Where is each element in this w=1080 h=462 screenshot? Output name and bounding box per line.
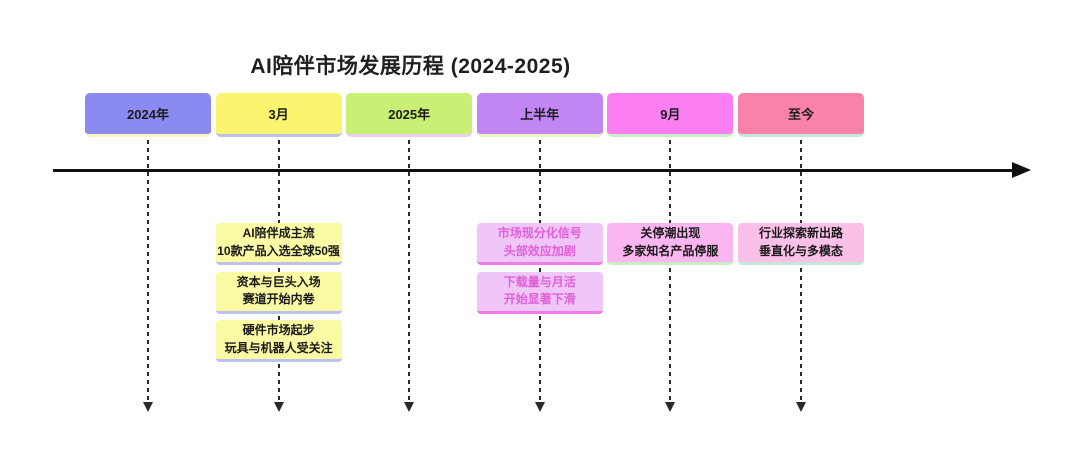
dashed-connector-line (800, 140, 802, 403)
axis-arrow-right-icon (1012, 162, 1031, 178)
timeline-axis (53, 169, 1014, 172)
event-box: 硬件市场起步玩具与机器人受关注 (215, 320, 342, 362)
event-box: AI陪伴成主流 10款产品入选全球50强 (215, 223, 342, 265)
page-title: AI陪伴市场发展历程 (2024-2025) (250, 55, 571, 78)
arrow-down-icon (796, 402, 806, 412)
event-box: 行业探索新出路垂直化与多模态 (738, 223, 864, 265)
event-text-line: AI陪伴成主流 (242, 226, 315, 241)
arrow-down-icon (534, 402, 545, 412)
dashed-connector-line (669, 140, 672, 403)
arrow-down-icon (665, 402, 676, 412)
event-text-line: 多家知名产品停服 (622, 243, 719, 258)
period-label: 至今 (787, 107, 814, 122)
arrow-down-icon (143, 402, 153, 412)
event-text-line: 10款产品入选全球50强 (217, 243, 340, 258)
period-box: 9月 (607, 93, 734, 137)
dashed-connector-line (147, 140, 149, 403)
arrow-down-icon (404, 402, 415, 412)
event-text-line: 硬件市场起步 (242, 323, 315, 338)
event-text-line: 头部效应加剧 (503, 243, 576, 258)
period-label: 3月 (268, 107, 289, 122)
event-text-line: 下载量与月活 (503, 274, 576, 289)
event-text-line: 垂直化与多模态 (758, 243, 843, 258)
arrow-down-icon (273, 402, 284, 412)
event-box: 关停潮出现多家知名产品停服 (607, 223, 734, 265)
period-label: 2025年 (388, 107, 431, 122)
period-box: 2024年 (85, 93, 211, 137)
event-box: 市场现分化信号头部效应加剧 (476, 223, 603, 265)
dashed-connector-line (408, 140, 411, 403)
period-label: 上半年 (520, 107, 560, 122)
event-box: 下载量与月活开始显著下滑 (476, 271, 603, 314)
period-box: 2025年 (346, 93, 473, 137)
event-text-line: 资本与巨头入场 (236, 274, 321, 289)
period-box: 上半年 (476, 93, 603, 137)
period-label: 2024年 (127, 107, 169, 122)
period-box: 3月 (215, 93, 342, 137)
event-text-line: 玩具与机器人受关注 (224, 340, 333, 355)
event-text-line: 行业探索新出路 (758, 226, 843, 241)
period-label: 9月 (660, 107, 681, 122)
event-text-line: 开始显著下滑 (503, 292, 576, 306)
event-text-line: 关停潮出现 (640, 226, 701, 241)
period-box: 至今 (738, 93, 864, 137)
event-box: 资本与巨头入场赛道开始内卷 (215, 271, 342, 314)
event-text-line: 市场现分化信号 (497, 226, 582, 241)
event-text-line: 赛道开始内卷 (242, 292, 315, 306)
